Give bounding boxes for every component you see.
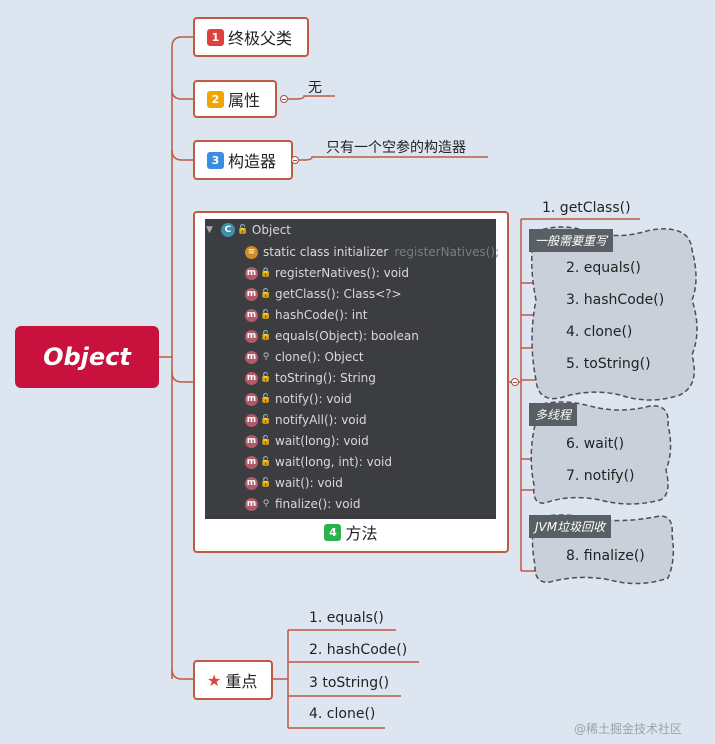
root-node-object[interactable]: Object — [15, 326, 159, 388]
member-signature: wait(long, int): void — [275, 455, 392, 469]
class-header-row[interactable]: ▼ C 🔓 Object — [205, 221, 291, 239]
branch-node-ultimate-parent[interactable]: 1 终极父类 — [193, 17, 309, 57]
number-badge: 4 — [324, 523, 342, 541]
method-icon: m — [245, 329, 258, 343]
member-signature: wait(): void — [275, 476, 343, 490]
public-lock-open-icon: 🔓 — [260, 457, 272, 467]
method-icon: m — [245, 455, 258, 469]
class-structure-panel: ▼ C 🔓 Object ≡ static class initializer … — [205, 219, 499, 519]
member-signature: finalize(): void — [275, 497, 361, 511]
branch-node-key-points[interactable]: ★ 重点 — [193, 660, 273, 700]
branch-node-constructor[interactable]: 3 构造器 — [193, 140, 293, 180]
public-lock-open-icon: 🔓 — [260, 289, 272, 299]
member-signature: wait(long): void — [275, 434, 369, 448]
star-icon: ★ — [207, 670, 222, 690]
member-row[interactable]: m🔓wait(long): void — [245, 432, 369, 450]
protected-key-icon: ⚲ — [262, 499, 270, 509]
public-lock-open-icon: 🔓 — [260, 478, 272, 488]
method-item: 7. notify() — [566, 468, 635, 484]
cloud-group-thread — [530, 401, 672, 505]
public-lock-open-icon: 🔓 — [260, 436, 272, 446]
method-item: 2. equals() — [566, 260, 641, 276]
member-row[interactable]: m ⚲ clone(): Object — [245, 348, 364, 366]
key-point-item: 2. hashCode() — [309, 642, 408, 658]
number-badge: 1 — [207, 28, 224, 46]
key-point-item: 4. clone() — [309, 706, 376, 722]
branch-label: 构造器 — [228, 152, 277, 171]
member-row[interactable]: m🔓equals(Object): boolean — [245, 327, 419, 345]
static-initializer-icon: ≡ — [245, 245, 258, 259]
method-icon: m — [245, 266, 258, 280]
public-lock-open-icon: 🔓 — [237, 225, 249, 235]
method-icon: m — [245, 350, 258, 364]
method-icon: m — [245, 413, 258, 427]
private-lock-icon: 🔒 — [260, 268, 272, 278]
branch-label: 重点 — [225, 672, 258, 691]
method-item: 4. clone() — [566, 324, 633, 340]
note-constructor: 只有一个空参的构造器 — [326, 140, 466, 156]
member-signature: equals(Object): boolean — [275, 329, 419, 343]
note-attributes: 无 — [308, 80, 322, 96]
member-signature: registerNatives(): void — [275, 266, 409, 280]
member-signature: hashCode(): int — [275, 308, 368, 322]
method-item: 3. hashCode() — [566, 292, 665, 308]
member-row[interactable]: m🔓wait(): void — [245, 474, 343, 492]
key-point-item: 3 toString() — [309, 675, 390, 691]
member-row[interactable]: m🔓notifyAll(): void — [245, 411, 367, 429]
class-name: Object — [251, 223, 292, 237]
method-icon: m — [245, 497, 258, 511]
method-icon: m — [245, 476, 258, 490]
member-row[interactable]: m🔓getClass(): Class<?> — [245, 285, 402, 303]
member-signature: toString(): String — [275, 371, 376, 385]
static-initializer-hint: registerNatives(); — [394, 245, 500, 259]
member-row[interactable]: m🔓wait(long, int): void — [245, 453, 392, 471]
member-row[interactable]: m🔒registerNatives(): void — [245, 264, 409, 282]
static-initializer-label: static class initializer — [263, 245, 389, 259]
group-tag: JVM垃圾回收 — [529, 515, 612, 538]
expand-triangle-icon[interactable]: ▼ — [206, 225, 213, 235]
method-icon: m — [245, 308, 258, 322]
protected-key-icon: ⚲ — [262, 352, 270, 362]
method-item: 1. getClass() — [542, 200, 631, 216]
member-signature: clone(): Object — [275, 350, 364, 364]
branch-label: 终极父类 — [228, 29, 293, 48]
branch-label: 方法 — [345, 524, 378, 543]
member-row[interactable]: m🔓hashCode(): int — [245, 306, 367, 324]
method-icon: m — [245, 287, 258, 301]
collapse-toggle-icon[interactable] — [291, 156, 299, 164]
method-icon: m — [245, 434, 258, 448]
number-badge: 3 — [207, 151, 224, 169]
method-item: 5. toString() — [566, 356, 651, 372]
member-row[interactable]: m🔓notify(): void — [245, 390, 352, 408]
branch-node-attributes[interactable]: 2 属性 — [193, 80, 277, 118]
group-tag: 一般需要重写 — [529, 229, 614, 252]
class-icon: C — [220, 223, 235, 237]
member-row[interactable]: m ⚲ finalize(): void — [245, 495, 360, 513]
watermark: @稀土掘金技术社区 — [574, 722, 683, 736]
public-lock-open-icon: 🔓 — [260, 394, 272, 404]
public-lock-open-icon: 🔓 — [260, 310, 272, 320]
method-icon: m — [245, 371, 258, 385]
cloud-group-override — [530, 226, 698, 401]
method-item: 8. finalize() — [566, 548, 645, 564]
branch-label: 属性 — [228, 91, 261, 110]
public-lock-open-icon: 🔓 — [260, 331, 272, 341]
method-icon: m — [245, 392, 258, 406]
collapse-toggle-icon[interactable] — [511, 378, 519, 386]
static-initializer-row[interactable]: ≡ static class initializer registerNativ… — [245, 243, 499, 261]
public-lock-open-icon: 🔓 — [260, 415, 272, 425]
member-signature: getClass(): Class<?> — [275, 287, 402, 301]
member-row[interactable]: m🔓toString(): String — [245, 369, 376, 387]
method-item: 6. wait() — [566, 436, 625, 452]
number-badge: 2 — [207, 90, 224, 108]
group-tag: 多线程 — [529, 403, 578, 426]
member-signature: notifyAll(): void — [275, 413, 367, 427]
member-signature: notify(): void — [275, 392, 352, 406]
key-point-item: 1. equals() — [309, 610, 384, 626]
public-lock-open-icon: 🔓 — [260, 373, 272, 383]
collapse-toggle-icon[interactable] — [280, 95, 288, 103]
